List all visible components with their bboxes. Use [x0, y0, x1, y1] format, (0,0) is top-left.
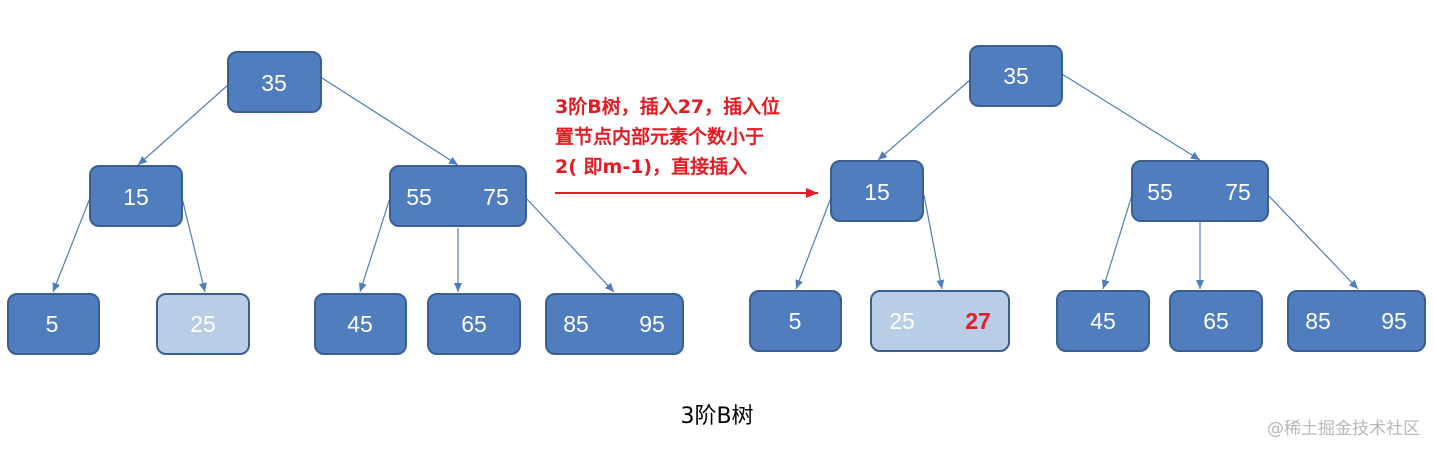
- node-key: 25: [190, 311, 216, 337]
- node-key: 45: [347, 311, 373, 337]
- node-key: 55: [406, 184, 432, 210]
- node-key: 35: [1003, 63, 1029, 89]
- tree-node-leaf: 45: [1056, 290, 1150, 352]
- node-key: 35: [261, 70, 287, 96]
- tree-node-leaf: 5: [7, 293, 100, 355]
- tree-node-leaf: 85 95: [545, 293, 684, 355]
- edge: [1101, 194, 1133, 290]
- tree-node: 15: [89, 165, 183, 227]
- node-key: 15: [123, 184, 149, 210]
- tree-node-leaf: 85 95: [1287, 290, 1426, 352]
- edge: [52, 197, 91, 293]
- figure-caption: 3阶B树: [680, 404, 754, 429]
- edge: [1267, 194, 1359, 290]
- node-key: 85: [1305, 308, 1331, 334]
- annotation-line: 2( 即m-1)，直接插入: [555, 156, 748, 178]
- node-key: 95: [639, 311, 665, 337]
- tree-node-leaf-inserted: 25 27: [870, 290, 1010, 352]
- node-key: 95: [1381, 308, 1407, 334]
- node-key: 25: [889, 308, 915, 334]
- node-key: 55: [1147, 179, 1173, 205]
- insertion-annotation: 3阶B树，插入27，插入位 置节点内部元素个数小于 2( 即m-1)，直接插入: [555, 92, 840, 182]
- edge: [1061, 73, 1201, 161]
- node-key: 15: [864, 179, 890, 205]
- tree-node-root: 35: [227, 51, 322, 113]
- tree-node-leaf: 45: [314, 293, 407, 355]
- tree-node-leaf-insert-target: 25: [156, 293, 250, 355]
- edge: [137, 84, 229, 166]
- node-key: 75: [1225, 179, 1251, 205]
- right-tree: 35 15 55 75 5 25 27 45 65: [749, 45, 1426, 352]
- edge: [525, 197, 615, 293]
- edge: [795, 194, 833, 290]
- node-key: 65: [1203, 308, 1229, 334]
- node-key: 85: [563, 311, 589, 337]
- tree-node-leaf: 5: [749, 290, 842, 352]
- left-tree: 35 15 55 75 5 25 45 65: [7, 51, 684, 355]
- edge: [923, 194, 945, 290]
- tree-node-leaf: 65: [1169, 290, 1263, 352]
- annotation-line: 3阶B树，插入27，插入位: [555, 96, 781, 118]
- node-key: 65: [461, 311, 487, 337]
- tree-node: 55 75: [389, 165, 527, 227]
- edge: [321, 77, 459, 166]
- node-key: 45: [1090, 308, 1116, 334]
- tree-node: 55 75: [1131, 160, 1269, 222]
- inserted-key: 27: [965, 308, 991, 334]
- edge: [358, 197, 391, 293]
- node-key: 5: [46, 311, 59, 337]
- node-key: 5: [789, 308, 802, 334]
- watermark: @稀土掘金技术社区: [1267, 419, 1420, 439]
- edge: [181, 197, 207, 293]
- edge: [877, 79, 971, 161]
- tree-node: 15: [830, 160, 924, 222]
- node-key: 75: [483, 184, 509, 210]
- tree-node-root: 35: [969, 45, 1063, 107]
- annotation-line: 置节点内部元素个数小于: [555, 126, 765, 148]
- tree-node-leaf: 65: [427, 293, 521, 355]
